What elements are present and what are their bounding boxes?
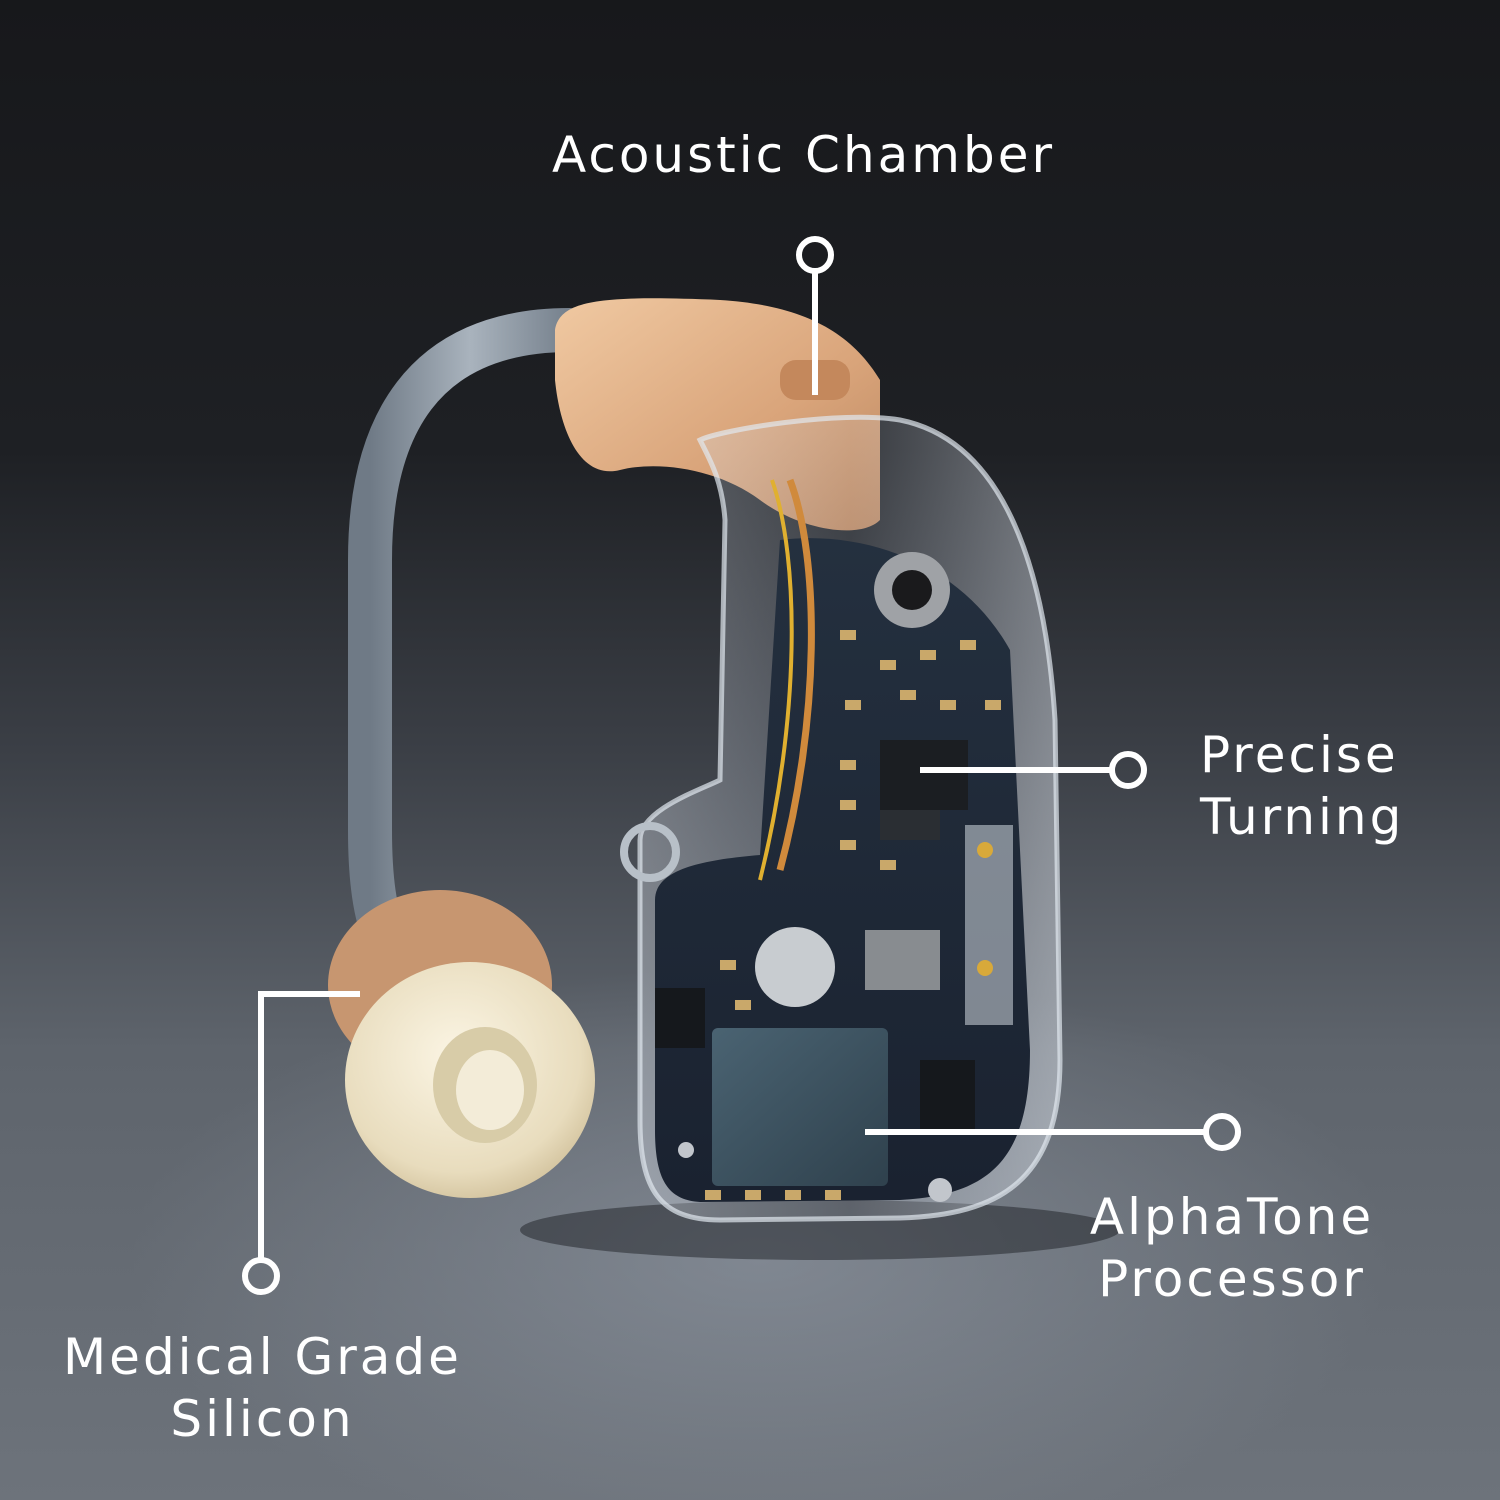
gold-contact	[977, 960, 993, 976]
tuning-chip	[880, 740, 968, 840]
callout-line: Silicon	[170, 1390, 355, 1448]
callout-acoustic-chamber-connector	[796, 236, 834, 395]
gold-contact	[977, 842, 993, 858]
callout-precise-turning-connector	[920, 751, 1147, 789]
battery-door-ring	[620, 822, 680, 882]
callout-medical-silicon-connector	[242, 991, 360, 1295]
small-chip	[655, 988, 705, 1048]
callout-alphatone-processor-connector	[865, 1113, 1241, 1151]
ear-tube	[348, 308, 592, 982]
callout-line: AlphaTone	[1089, 1188, 1375, 1246]
ear-tip	[328, 890, 595, 1198]
microphone-port	[874, 552, 950, 628]
callout-line: Processor	[1098, 1250, 1366, 1308]
contact-strip	[965, 825, 1013, 1025]
callout-line: Precise	[1200, 726, 1399, 784]
callout-line: Acoustic Chamber	[552, 126, 1056, 184]
callout-alphatone-processor: AlphaTone Processor	[1082, 1186, 1382, 1310]
mount-hole	[928, 1178, 952, 1202]
callout-precise-turning: Precise Turning	[1200, 724, 1404, 848]
callout-line: Turning	[1200, 788, 1405, 846]
internal-wire	[758, 479, 794, 881]
alphatone-processor-chip	[712, 1028, 888, 1186]
callout-acoustic-chamber: Acoustic Chamber	[552, 124, 1055, 186]
mount-hole	[678, 1142, 694, 1158]
small-chip	[865, 930, 940, 990]
internal-wire	[776, 478, 815, 871]
device-shadow	[520, 1200, 1120, 1260]
capacitor	[755, 927, 835, 1007]
callout-medical-grade-silicon: Medical Grade Silicon	[60, 1326, 465, 1450]
smd-components	[705, 630, 1001, 1200]
small-chip	[920, 1060, 975, 1130]
callout-line: Medical Grade	[63, 1328, 462, 1386]
